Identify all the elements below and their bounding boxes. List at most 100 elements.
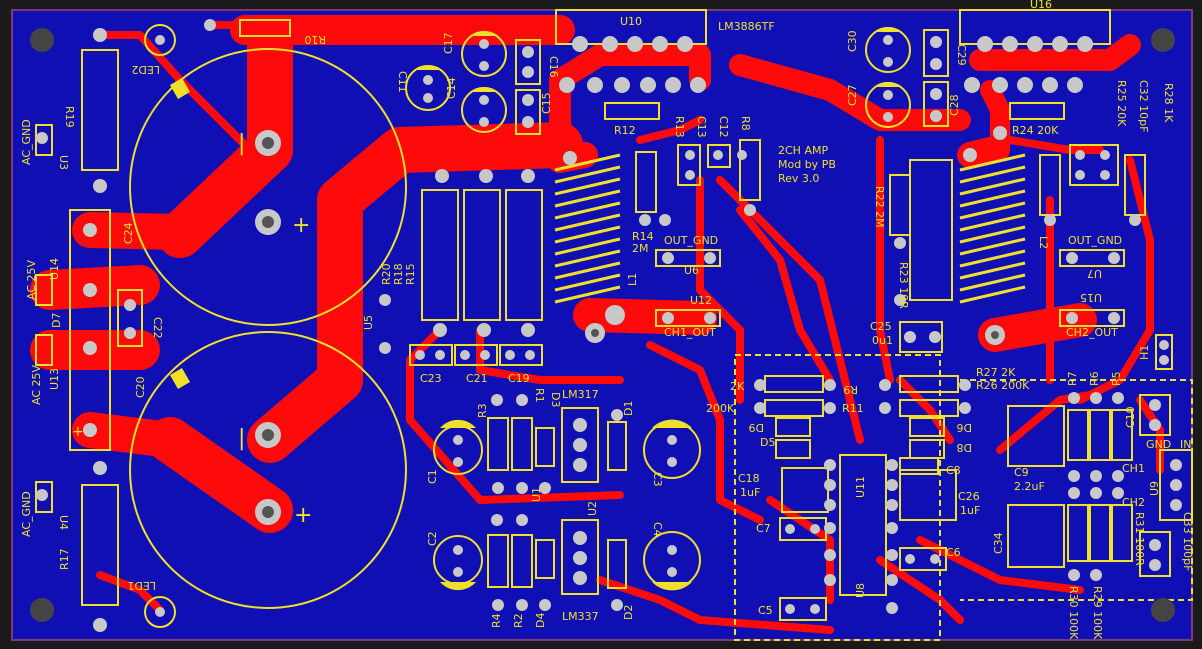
label-c16: C16 — [547, 56, 560, 78]
label-r9: R9 — [843, 383, 858, 396]
r10-outline — [239, 19, 291, 37]
label-u16: U16 — [1030, 0, 1052, 11]
pads-layer — [30, 19, 1182, 632]
label-r4: R4 — [490, 613, 503, 628]
label-u13: U13 — [48, 368, 61, 390]
label-u3: U3 — [57, 155, 70, 170]
c8-outline — [899, 457, 939, 475]
label-c5: C5 — [758, 604, 773, 617]
signal-trace-o — [596, 576, 834, 634]
label-ac-gnd-top: AC_GND — [20, 119, 33, 165]
label-led1: LED1 — [127, 579, 156, 592]
label-r11v: 200K — [706, 402, 735, 415]
label-r20: R20 — [380, 263, 393, 285]
r8-outline — [739, 139, 761, 201]
label-r24: R24 20K — [1012, 124, 1059, 137]
label-r6: R6 — [1088, 371, 1101, 386]
r3-outline — [487, 417, 509, 471]
label-c7: C7 — [756, 522, 771, 535]
label-c13: C13 — [695, 116, 708, 138]
label-ch2: CH2 — [1122, 496, 1145, 509]
label-c23: C23 — [420, 372, 442, 385]
signal-trace-h — [646, 341, 764, 524]
label-u15: U15 — [1080, 291, 1102, 304]
led2-outline — [144, 24, 176, 56]
bridge-outline — [69, 209, 111, 451]
c19-outline — [499, 344, 543, 366]
c26-outline — [899, 469, 957, 521]
label-u12: U12 — [690, 294, 712, 307]
r17-outline — [81, 484, 119, 606]
r6-outline — [1089, 409, 1111, 461]
r18-outline — [463, 189, 501, 321]
label-c29: C29 — [955, 44, 968, 66]
label-r11: R11 — [842, 402, 864, 415]
label-u2: U2 — [586, 501, 599, 516]
label-led2: LED2 — [131, 63, 160, 76]
label-lm317: LM317 — [562, 388, 599, 401]
label-c20: C20 — [134, 376, 147, 398]
label-u5: U5 — [362, 315, 375, 330]
label-u8: U8 — [854, 583, 867, 598]
label-u11: U11 — [854, 476, 867, 498]
label-c25v: 0u1 — [872, 334, 893, 347]
label-c9: C9 — [1014, 466, 1029, 479]
c12-outline — [707, 144, 731, 168]
label-d8: D8 — [957, 441, 972, 454]
d5-outline — [775, 439, 811, 459]
label-out-gnd2: OUT_GND — [1068, 234, 1122, 247]
label-c21: C21 — [466, 372, 488, 385]
r2-outline — [487, 534, 509, 588]
label-r22: R22 2M — [873, 186, 886, 228]
r19-outline — [81, 49, 119, 171]
signal-trace-a — [96, 31, 254, 154]
label-r25: R25 20K — [1115, 80, 1128, 127]
c34-outline — [1007, 504, 1065, 568]
label-ac-gnd-bot: AC_GND — [20, 491, 33, 537]
section-outline-dashed-2 — [960, 379, 1193, 601]
label-c18v: 1uF — [740, 486, 760, 499]
label-c33: C33 100pF — [1181, 512, 1194, 571]
label-c22: C22 — [151, 317, 164, 339]
label-c9v: 2.2uF — [1014, 480, 1045, 493]
rail-right-top — [549, 44, 711, 156]
d3-outline — [535, 427, 555, 467]
label-d2: D2 — [622, 605, 635, 620]
label-r23: R23 10R — [897, 262, 910, 309]
label-c18: C18 — [738, 472, 760, 485]
label-title1: 2CH AMP — [778, 144, 828, 157]
label-r14v: 2M — [632, 242, 649, 255]
label-c28: C28 — [948, 94, 961, 116]
power-trace-c20-left — [72, 412, 188, 458]
r5-outline — [1111, 409, 1133, 461]
c15-outline — [515, 89, 541, 135]
label-r9v: 2K — [730, 380, 745, 393]
c20-outline — [129, 331, 407, 609]
label-c26: C26 — [958, 490, 980, 503]
label-d3: D3 — [549, 392, 562, 407]
label-c3: C3 — [651, 472, 664, 487]
label-minus-c24: | — [238, 131, 245, 156]
label-d1: D1 — [622, 401, 635, 416]
c9-outline — [1007, 405, 1065, 467]
u3-outline — [35, 124, 53, 156]
inductor-l2 — [959, 153, 1026, 304]
c28-outline — [923, 81, 949, 127]
u15-outline — [1059, 309, 1125, 327]
label-r1: R1 — [533, 388, 546, 403]
label-c19: C19 — [508, 372, 530, 385]
label-r28: R28 1K — [1162, 83, 1175, 123]
r24-outline — [1009, 102, 1065, 120]
label-r5: R5 — [1110, 371, 1123, 386]
label-plus-bridge: + — [72, 424, 84, 440]
label-ac25v-2: AC 25V — [30, 364, 43, 405]
r15-outline — [421, 189, 459, 321]
label-u6: U6 — [684, 264, 699, 277]
label-r3: R3 — [476, 403, 489, 418]
d1-outline — [607, 421, 627, 471]
mounting-hole-bl — [30, 598, 54, 622]
label-c15: C15 — [540, 92, 553, 114]
r27-outline — [899, 375, 959, 393]
label-r17: R17 — [58, 548, 71, 570]
